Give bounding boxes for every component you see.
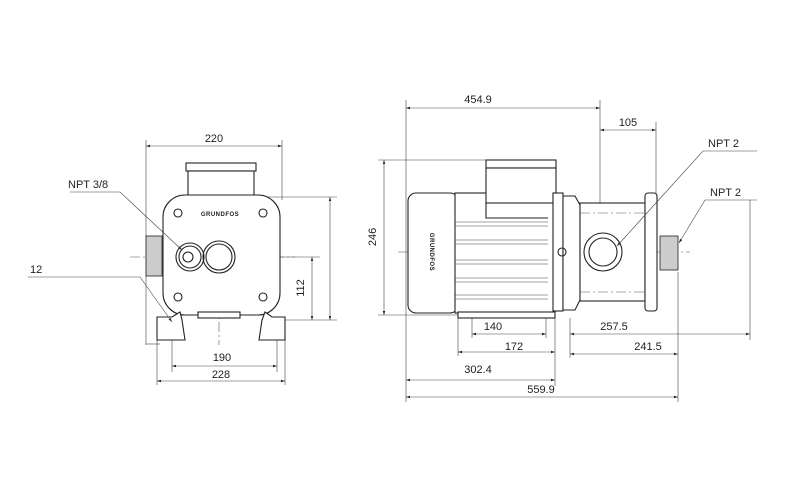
label-npt-3-8: NPT 3/8 xyxy=(68,179,108,191)
dim-105: 105 xyxy=(619,117,637,129)
dim-140: 140 xyxy=(484,321,502,333)
dim-246: 246 xyxy=(367,228,379,246)
dim-190: 190 xyxy=(213,352,231,364)
dim-454-9: 454.9 xyxy=(464,94,492,106)
dim-559-9: 559.9 xyxy=(527,384,555,396)
label-npt-2-inlet: NPT 2 xyxy=(708,138,739,150)
dim-220: 220 xyxy=(205,133,223,145)
side-view: GRUNDFOS 454.9 105 xyxy=(367,94,757,402)
drain-plug-icon xyxy=(182,251,194,263)
dim-172: 172 xyxy=(505,341,523,353)
dim-241-5: 241.5 xyxy=(634,341,662,353)
inlet-port xyxy=(583,232,623,272)
label-npt-2-outlet: NPT 2 xyxy=(710,187,741,199)
dim-12: 12 xyxy=(30,264,42,276)
dim-302-4: 302.4 xyxy=(464,364,492,376)
dim-228: 228 xyxy=(212,369,230,381)
bolt-icons xyxy=(173,208,268,302)
brand-logo: GRUNDFOS xyxy=(428,233,434,271)
front-view: GRUNDFOS 220 112 190 228 12 NPT 3/8 xyxy=(28,133,337,385)
outlet-port xyxy=(659,235,679,271)
dim-112: 112 xyxy=(295,279,307,297)
dim-257-5: 257.5 xyxy=(600,321,628,333)
brand-logo: GRUNDFOS xyxy=(201,212,239,218)
